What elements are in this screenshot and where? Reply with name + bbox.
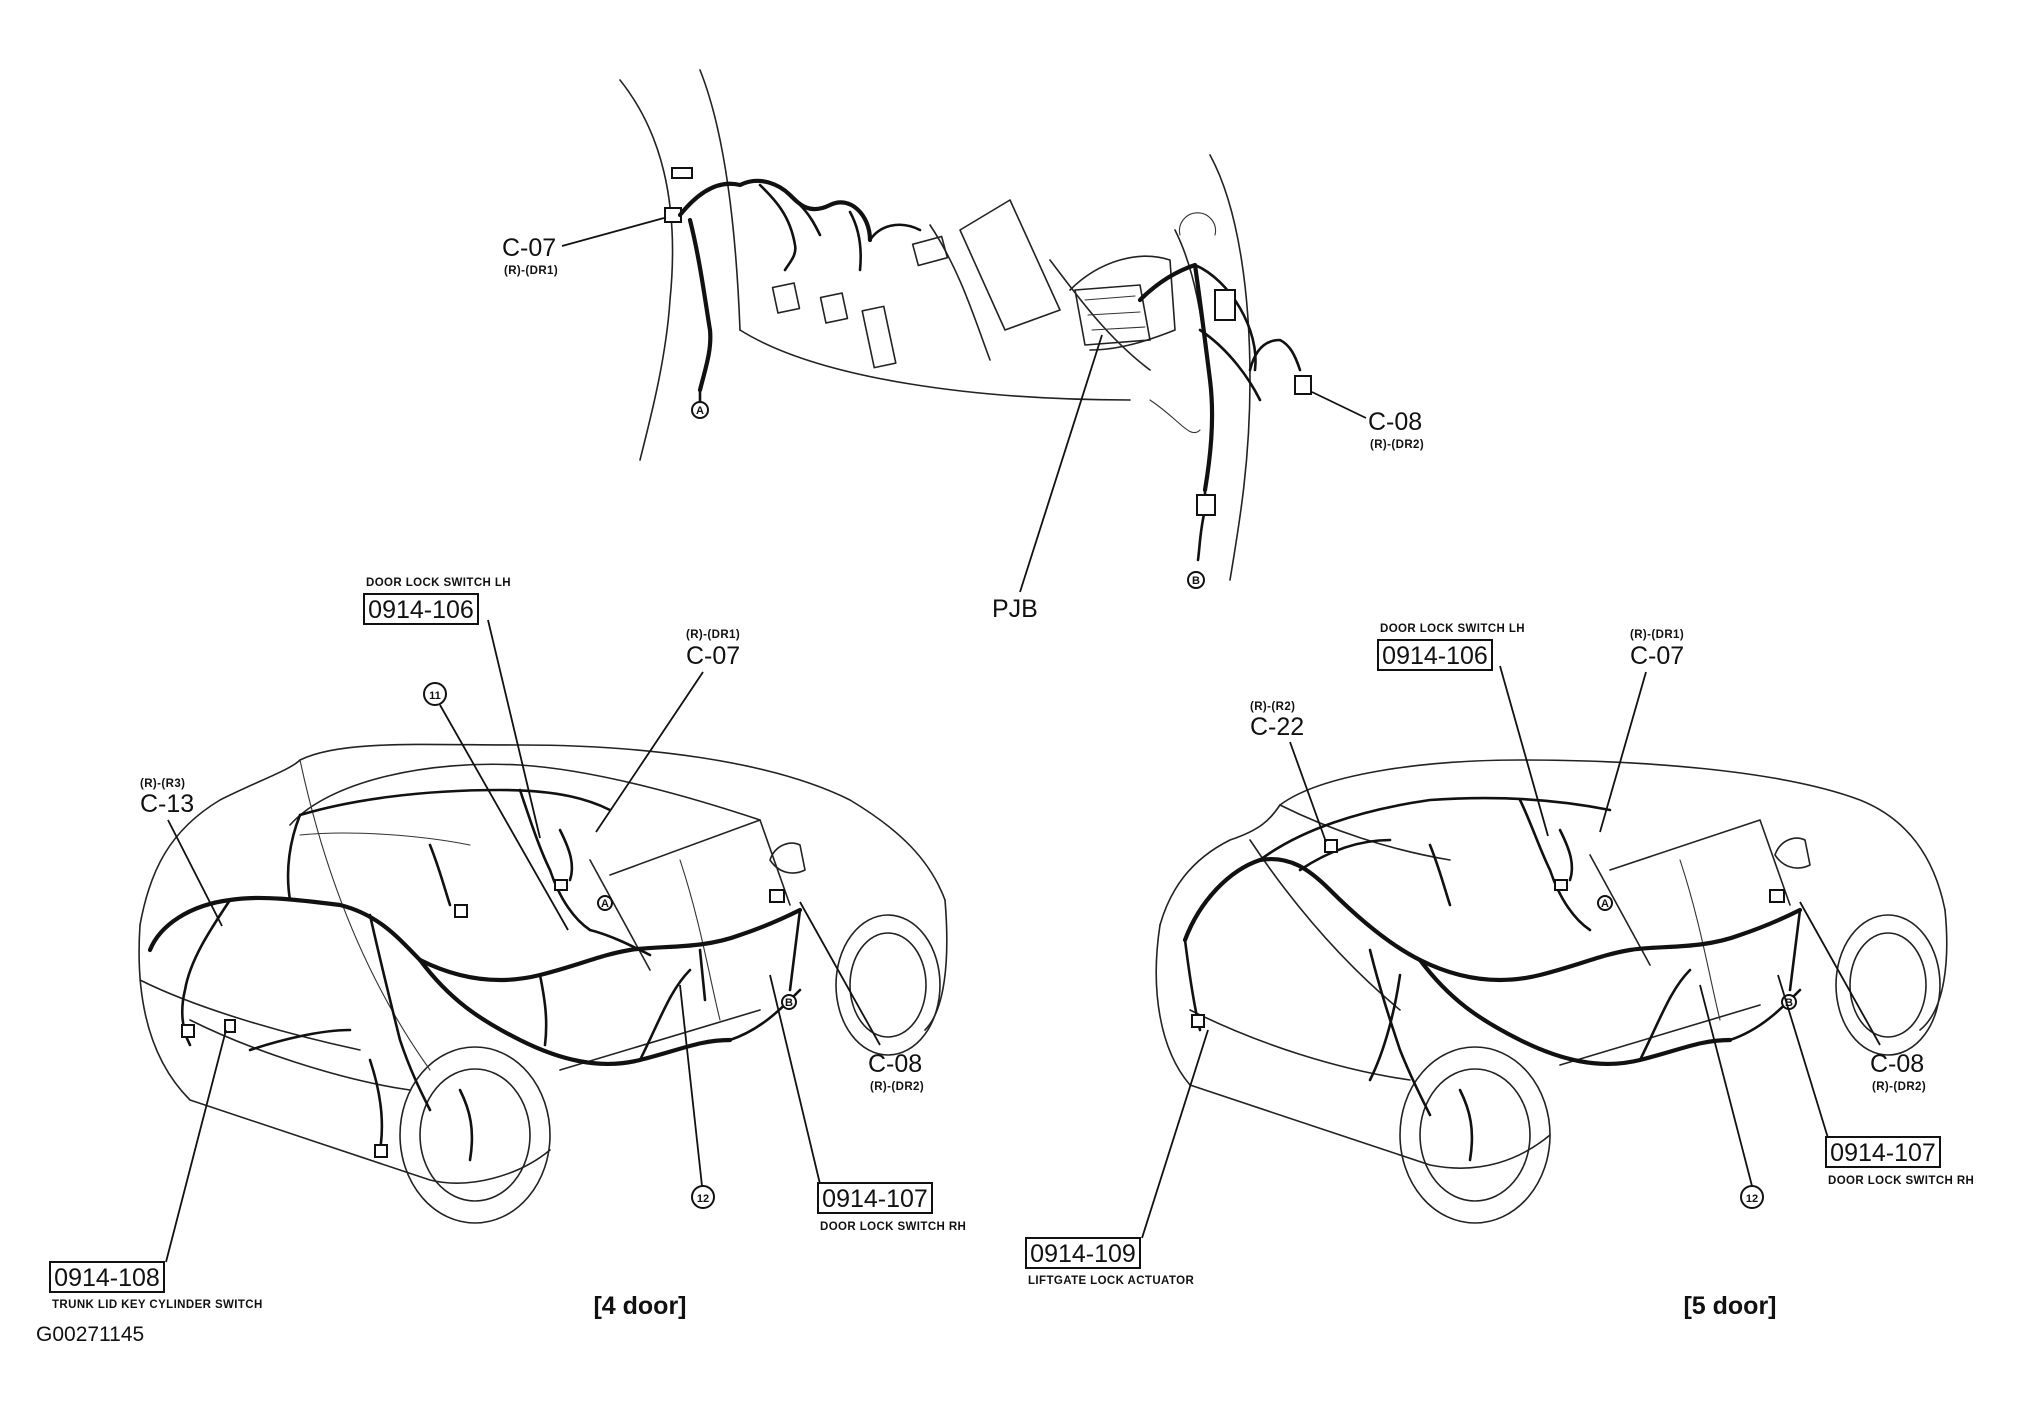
four-marker-12: 12 (697, 1193, 709, 1205)
four-c08-label: C-08 (868, 1050, 922, 1078)
five-liftgate-desc: LIFTGATE LOCK ACTUATOR (1028, 1275, 1194, 1287)
dash-c07-label: C-07 (502, 234, 556, 262)
four-switch-rh-part: 0914-107 (822, 1185, 928, 1213)
dash-c08-sub: (R)-(DR2) (1370, 439, 1424, 451)
four-c13-sub: (R)-(R3) (140, 778, 185, 790)
five-switch-rh-part: 0914-107 (1830, 1139, 1936, 1167)
four-trunk-desc: TRUNK LID KEY CYLINDER SWITCH (52, 1299, 263, 1311)
five-c08-label: C-08 (1870, 1050, 1924, 1078)
figure-id: G00271145 (36, 1323, 144, 1346)
four-switch-rh-desc: DOOR LOCK SWITCH RH (820, 1221, 966, 1233)
dash-c07-sub: (R)-(DR1) (504, 265, 558, 277)
four-c13-label: C-13 (140, 790, 194, 818)
five-c08-sub: (R)-(DR2) (1872, 1081, 1926, 1093)
four-c07-label: C-07 (686, 642, 740, 670)
pjb-label: PJB (992, 595, 1038, 623)
four-trunk-part: 0914-108 (54, 1264, 160, 1292)
five-c22-label: C-22 (1250, 713, 1304, 741)
dashboard-view: A B C-07 (R)-(DR1) C-08 (R)-(DR2) PJB (502, 69, 1424, 623)
dash-point-a: A (696, 405, 704, 417)
five-switch-lh-desc: DOOR LOCK SWITCH LH (1380, 623, 1525, 635)
five-point-b: B (1785, 997, 1793, 1009)
five-c07-label: C-07 (1630, 642, 1684, 670)
four-switch-lh-desc: DOOR LOCK SWITCH LH (366, 577, 511, 589)
five-door-view: A B DOOR LOCK SWITCH LH 0914-106 (R)-(DR… (1025, 623, 1974, 1320)
four-point-a: A (601, 898, 609, 910)
four-c08-sub: (R)-(DR2) (870, 1081, 924, 1093)
four-door-view-label: [4 door] (593, 1292, 686, 1320)
four-c07-sub: (R)-(DR1) (686, 629, 740, 641)
five-liftgate-part: 0914-109 (1030, 1240, 1136, 1268)
five-switch-rh-desc: DOOR LOCK SWITCH RH (1828, 1175, 1974, 1187)
five-switch-lh-part: 0914-106 (1382, 642, 1488, 670)
five-c07-sub: (R)-(DR1) (1630, 629, 1684, 641)
five-point-a: A (1601, 898, 1609, 910)
dash-point-b: B (1192, 575, 1200, 587)
four-switch-lh-part: 0914-106 (368, 596, 474, 624)
five-door-view-label: [5 door] (1683, 1292, 1776, 1320)
four-door-view: A B DOOR LOCK SWITCH LH 0914-106 (R)-(DR… (49, 577, 966, 1320)
five-marker-12: 12 (1746, 1193, 1758, 1205)
four-point-b: B (785, 997, 793, 1009)
five-c22-sub: (R)-(R2) (1250, 701, 1295, 713)
dash-c08-label: C-08 (1368, 408, 1422, 436)
four-marker-11: 11 (429, 690, 441, 702)
